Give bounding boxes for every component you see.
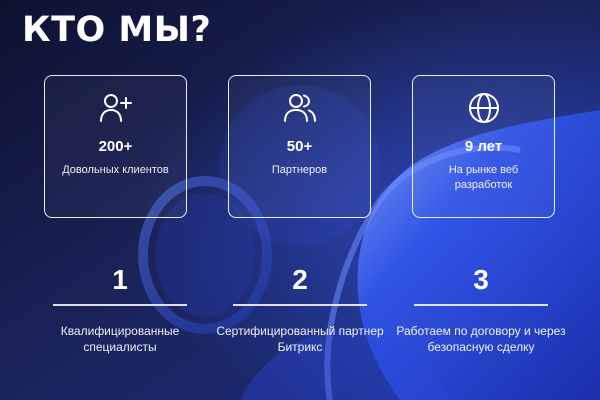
stat-card-clients: 200+ Довольных клиентов [44,75,187,218]
divider [414,304,548,306]
add-user-icon [99,94,132,122]
stat-card-years: 9 лет На рынке веб разработок [412,75,555,218]
feature-certified-partner: 2 Сертифицированный партнер Битрикс [215,262,385,355]
feature-contract-deal: 3 Работаем по договору и через безопасну… [396,262,566,355]
divider [233,304,367,306]
feature-number: 2 [292,264,308,295]
feature-text: Работаем по договору и через безопасную … [396,323,566,354]
feature-text: Квалифицированные специалисты [60,323,180,354]
stat-label: Довольных клиентов [62,164,169,176]
feature-number: 3 [473,264,489,295]
feature-qualified-specialists: 1 Квалифицированные специалисты [35,262,205,355]
stat-label: Партнеров [271,164,328,176]
feature-text: Сертифицированный партнер Битрикс [216,323,384,354]
stat-card-partners: 50+ Партнеров [228,75,371,218]
stat-value: 50+ [286,138,313,155]
page-title: КТО МЫ? [22,10,212,50]
globe-icon [468,93,499,123]
stat-value: 200+ [98,138,133,155]
stat-value: 9 лет [464,138,503,155]
stat-label: На рынке веб разработок [448,164,519,191]
users-icon [283,94,316,122]
divider [53,304,187,306]
feature-number: 1 [112,264,128,295]
